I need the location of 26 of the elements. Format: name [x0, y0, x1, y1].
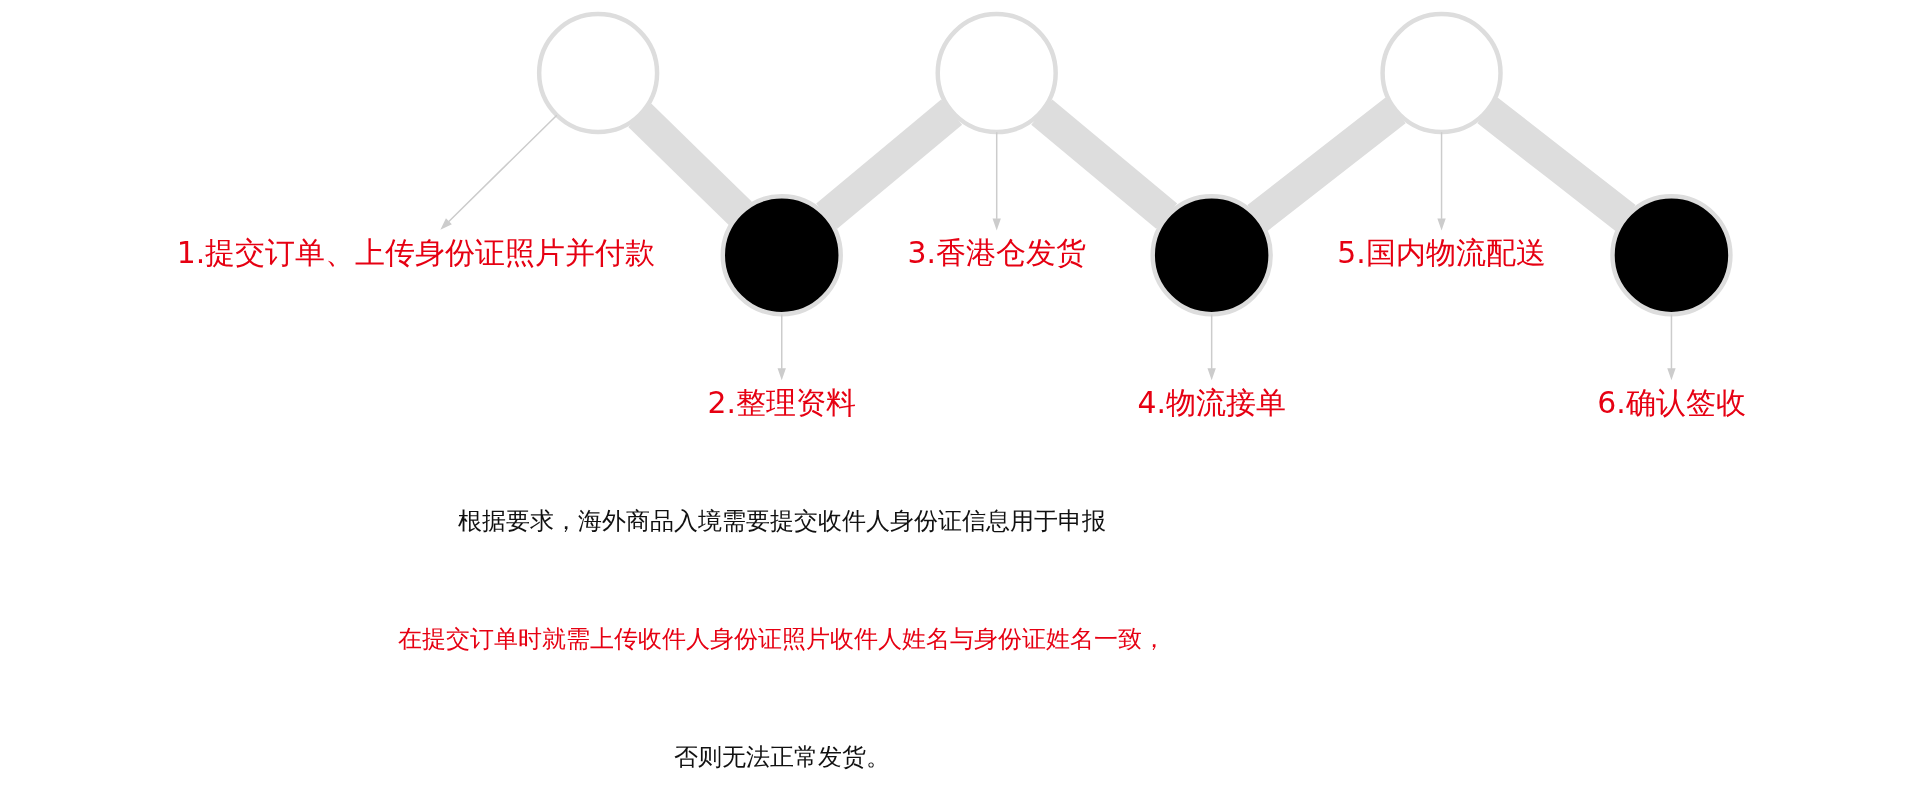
arrow: [1666, 313, 1676, 381]
arrow: [777, 313, 786, 381]
connector: [1476, 97, 1636, 231]
connector: [627, 103, 752, 225]
arrow: [439, 114, 558, 230]
node-circle: [935, 11, 1058, 135]
node-circle: [1149, 194, 1273, 317]
node-text: 1.提交订单、上传身份证照片并付款: [176, 234, 655, 270]
node-circle: [720, 194, 843, 317]
connector: [1246, 97, 1406, 231]
node-text: 5.国内物流配送: [1336, 234, 1546, 270]
connector: [815, 99, 962, 229]
node-circle: [1609, 194, 1733, 317]
label: 在提交订单时就需上传收件人身份证照片收件人姓名与身份证姓名一致，: [397, 624, 1166, 653]
label: 否则无法正常发货。: [673, 742, 890, 771]
label: 根据要求，海外商品入境需要提交收件人身份证信息用于申报: [457, 506, 1106, 535]
node-text: 6.确认签收: [1596, 384, 1746, 420]
connector: [1030, 99, 1177, 229]
node-text: 2.整理资料: [706, 384, 856, 420]
node-text: 3.香港仓发货: [906, 234, 1086, 270]
node-circle: [1379, 11, 1503, 135]
arrow: [1207, 313, 1216, 381]
arrow: [992, 131, 1001, 231]
node-text: 4.物流接单: [1136, 384, 1286, 420]
node-circle: [536, 11, 659, 135]
arrow: [1436, 131, 1446, 231]
